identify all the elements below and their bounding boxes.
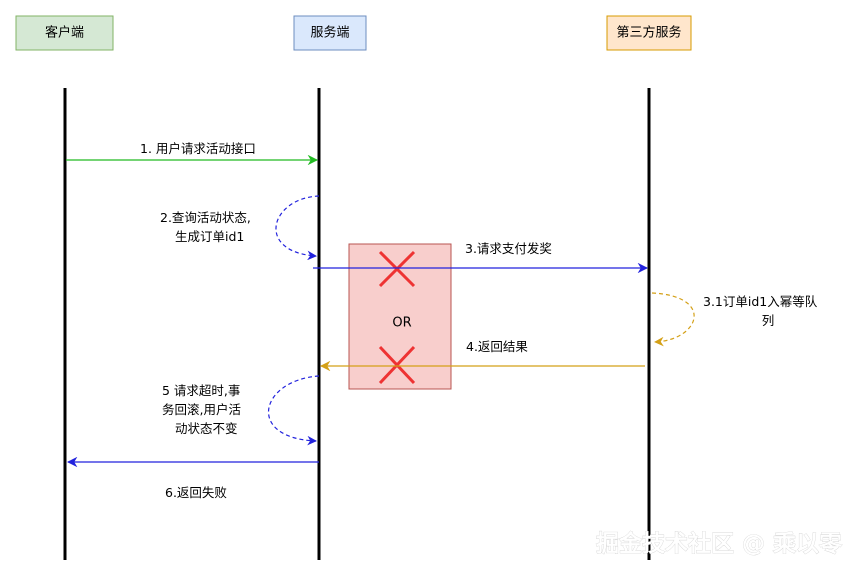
or-label: OR	[392, 316, 411, 331]
message-arrow-3-1	[651, 292, 695, 347]
participant-third-party-label: 第三方服务	[616, 25, 681, 41]
participant-server: 服务端	[293, 15, 367, 51]
message-arrow-5	[268, 375, 320, 446]
message-label-5-line-3: 动状态不变	[175, 421, 238, 436]
message-label-6: 6.返回失败	[165, 485, 227, 500]
message-label-3: 3.请求支付发奖	[465, 241, 552, 256]
watermark: 掘金技术社区 @ 乘以零	[596, 530, 843, 557]
message-label-1: 1. 用户请求活动接口	[140, 141, 256, 156]
message-label-2-line-1: 2.查询活动状态,	[160, 210, 251, 225]
message-label-5-line-2: 务回滚,用户活	[162, 402, 241, 417]
cross-icon-bottom	[378, 345, 416, 385]
participant-server-label: 服务端	[310, 25, 349, 41]
message-label-4: 4.返回结果	[466, 339, 528, 354]
failure-box: OR	[348, 243, 452, 390]
message-label-3-1-line-2: 列	[762, 313, 775, 328]
participant-client: 客户端	[15, 15, 114, 51]
message-arrow-2	[275, 195, 320, 261]
participant-third-party: 第三方服务	[606, 15, 692, 51]
message-label-3-1-line-1: 3.1订单id1入幂等队	[703, 294, 818, 309]
cross-icon-top	[378, 250, 416, 288]
message-label-2-line-2: 生成订单id1	[175, 229, 244, 244]
message-label-5-line-1: 5 请求超时,事	[162, 383, 240, 398]
participant-client-label: 客户端	[45, 25, 84, 41]
